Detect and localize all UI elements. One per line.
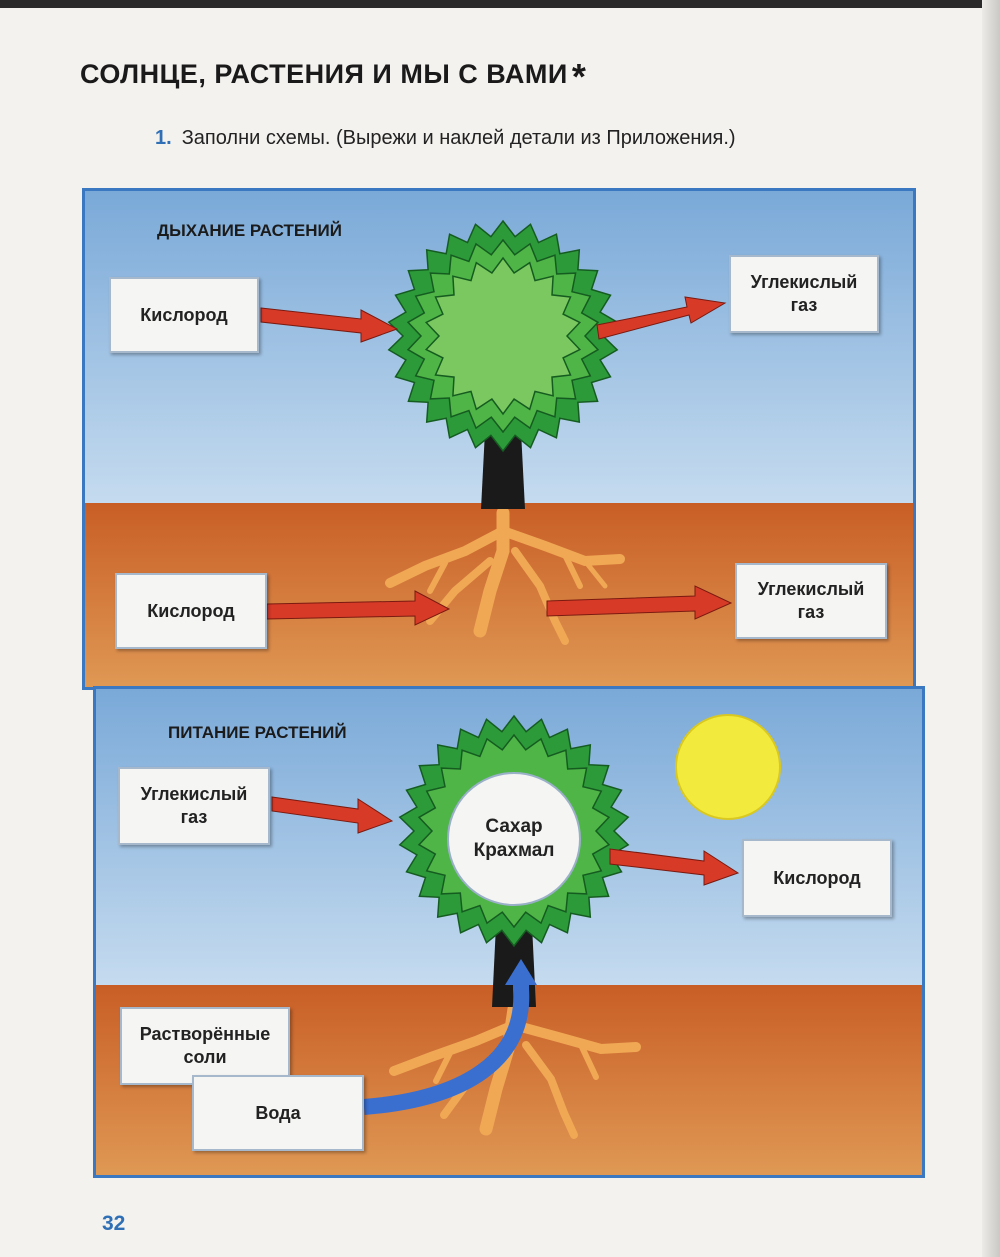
arrow-water-head — [505, 959, 537, 985]
arrow-crown-out — [596, 296, 727, 340]
tree-trunk — [481, 431, 525, 509]
respiration-title: ДЫХАНИЕ РАСТЕНИЙ — [157, 221, 342, 240]
task-number: 1. — [155, 127, 172, 149]
page-top-edge — [0, 0, 1000, 8]
arrow-root-in — [266, 590, 451, 626]
arrow-crown-out — [609, 848, 740, 886]
respiration-diagram: ДЫХАНИЕ РАСТЕНИЙ Кислород Углекислый газ… — [82, 188, 916, 690]
label-co2-root: Углекислый газ — [735, 563, 887, 639]
arrow-crown-in — [271, 796, 394, 834]
label-oxygen-out: Кислород — [742, 839, 892, 917]
page-number: 32 — [102, 1212, 126, 1235]
task-text: Заполни схемы. (Вырежи и наклей детали и… — [181, 127, 736, 149]
arrow-root-out — [546, 585, 733, 620]
arrow-water-up — [363, 981, 530, 1115]
label-sugar-starch: Сахар Крахмал — [473, 816, 555, 861]
crown-center-disc — [447, 772, 581, 906]
label-co2-in: Углекислый газ — [118, 767, 270, 845]
nutrition-diagram: ПИТАНИЕ РАСТЕНИЙ Углекислый газ Сахар Кр… — [93, 686, 925, 1178]
label-oxygen-root: Кислород — [115, 573, 267, 649]
sun-icon — [675, 714, 781, 820]
label-water: Вода — [192, 1075, 364, 1151]
label-co2-crown: Углекислый газ — [729, 255, 879, 333]
book-spine-shadow — [982, 0, 1000, 1257]
label-dissolved-salts: Растворённые соли — [120, 1007, 290, 1085]
page-title: СОЛНЦЕ, РАСТЕНИЯ И МЫ С ВАМИ* — [80, 56, 587, 97]
title-asterisk: * — [571, 56, 587, 97]
arrow-crown-in — [260, 307, 399, 343]
label-oxygen-crown: Кислород — [109, 277, 259, 353]
task-instruction: 1. Заполни схемы. (Вырежи и наклей детали… — [155, 124, 915, 153]
nutrition-title: ПИТАНИЕ РАСТЕНИЙ — [168, 723, 347, 742]
tree-crown — [387, 219, 619, 453]
